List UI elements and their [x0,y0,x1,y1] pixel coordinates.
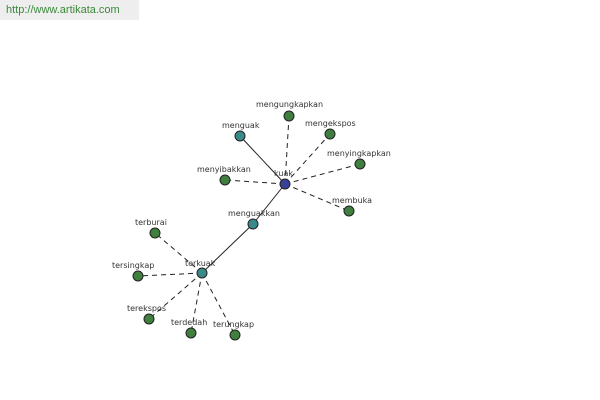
nodes-layer [132,110,366,341]
node-label-membuka[interactable]: membuka [332,196,372,205]
edge-kuak-mengungkapkan [284,115,290,185]
node-label-menyingkapkan[interactable]: menyingkapkan [327,149,391,158]
edge-terkuak-terdedah [190,272,203,334]
node-label-mengungkapkan[interactable]: mengungkapkan [256,100,323,109]
node-terungkap[interactable] [229,329,241,341]
node-label-kuak[interactable]: kuak [274,169,293,178]
node-terburai[interactable] [149,227,161,239]
node-label-terburai[interactable]: terburai [135,218,167,227]
node-menguakkan[interactable] [247,218,259,230]
edge-terkuak-terburai [154,232,203,274]
edge-terkuak-tersingkap [137,272,203,277]
edge-kuak-mengekspos [284,133,331,185]
site-url-link[interactable]: http://www.artikata.com [6,4,120,16]
node-membuka[interactable] [343,205,355,217]
edge-kuak-menyibakkan [224,179,286,185]
edge-terkuak-terekspos [148,272,203,320]
node-terekspos[interactable] [143,313,155,325]
node-label-menguak[interactable]: menguak [222,121,260,130]
edge-kuak-menyingkapkan [284,163,361,185]
node-label-terkuak[interactable]: terkuak [185,259,216,268]
node-terdedah[interactable] [185,327,197,339]
node-label-tersingkap[interactable]: tersingkap [112,261,154,270]
node-label-terungkap[interactable]: terungkap [213,320,254,329]
node-mengekspos[interactable] [324,128,336,140]
edge-kuak-menguakkan [252,183,286,225]
node-mengungkapkan[interactable] [283,110,295,122]
node-menyingkapkan[interactable] [354,158,366,170]
url-banner: http://www.artikata.com [0,0,139,20]
node-label-menyibakkan[interactable]: menyibakkan [197,165,251,174]
edge-kuak-menguak [239,135,286,185]
node-kuak[interactable] [279,178,291,190]
node-label-menguakkan[interactable]: menguakkan [228,209,280,218]
node-menguak[interactable] [234,130,246,142]
edge-menguakkan-terkuak [201,223,254,274]
node-tersingkap[interactable] [132,270,144,282]
node-terkuak[interactable] [196,267,208,279]
node-label-terekspos[interactable]: terekspos [127,304,166,313]
node-label-terdedah[interactable]: terdedah [171,318,207,327]
node-label-mengekspos[interactable]: mengekspos [305,119,356,128]
node-menyibakkan[interactable] [219,174,231,186]
edges-layer [137,115,361,336]
labels-layer: kuak menguak menguakkan terkuak mengungkapka… [112,100,391,329]
edge-terkuak-terungkap [201,272,236,336]
edge-kuak-membuka [284,183,350,212]
